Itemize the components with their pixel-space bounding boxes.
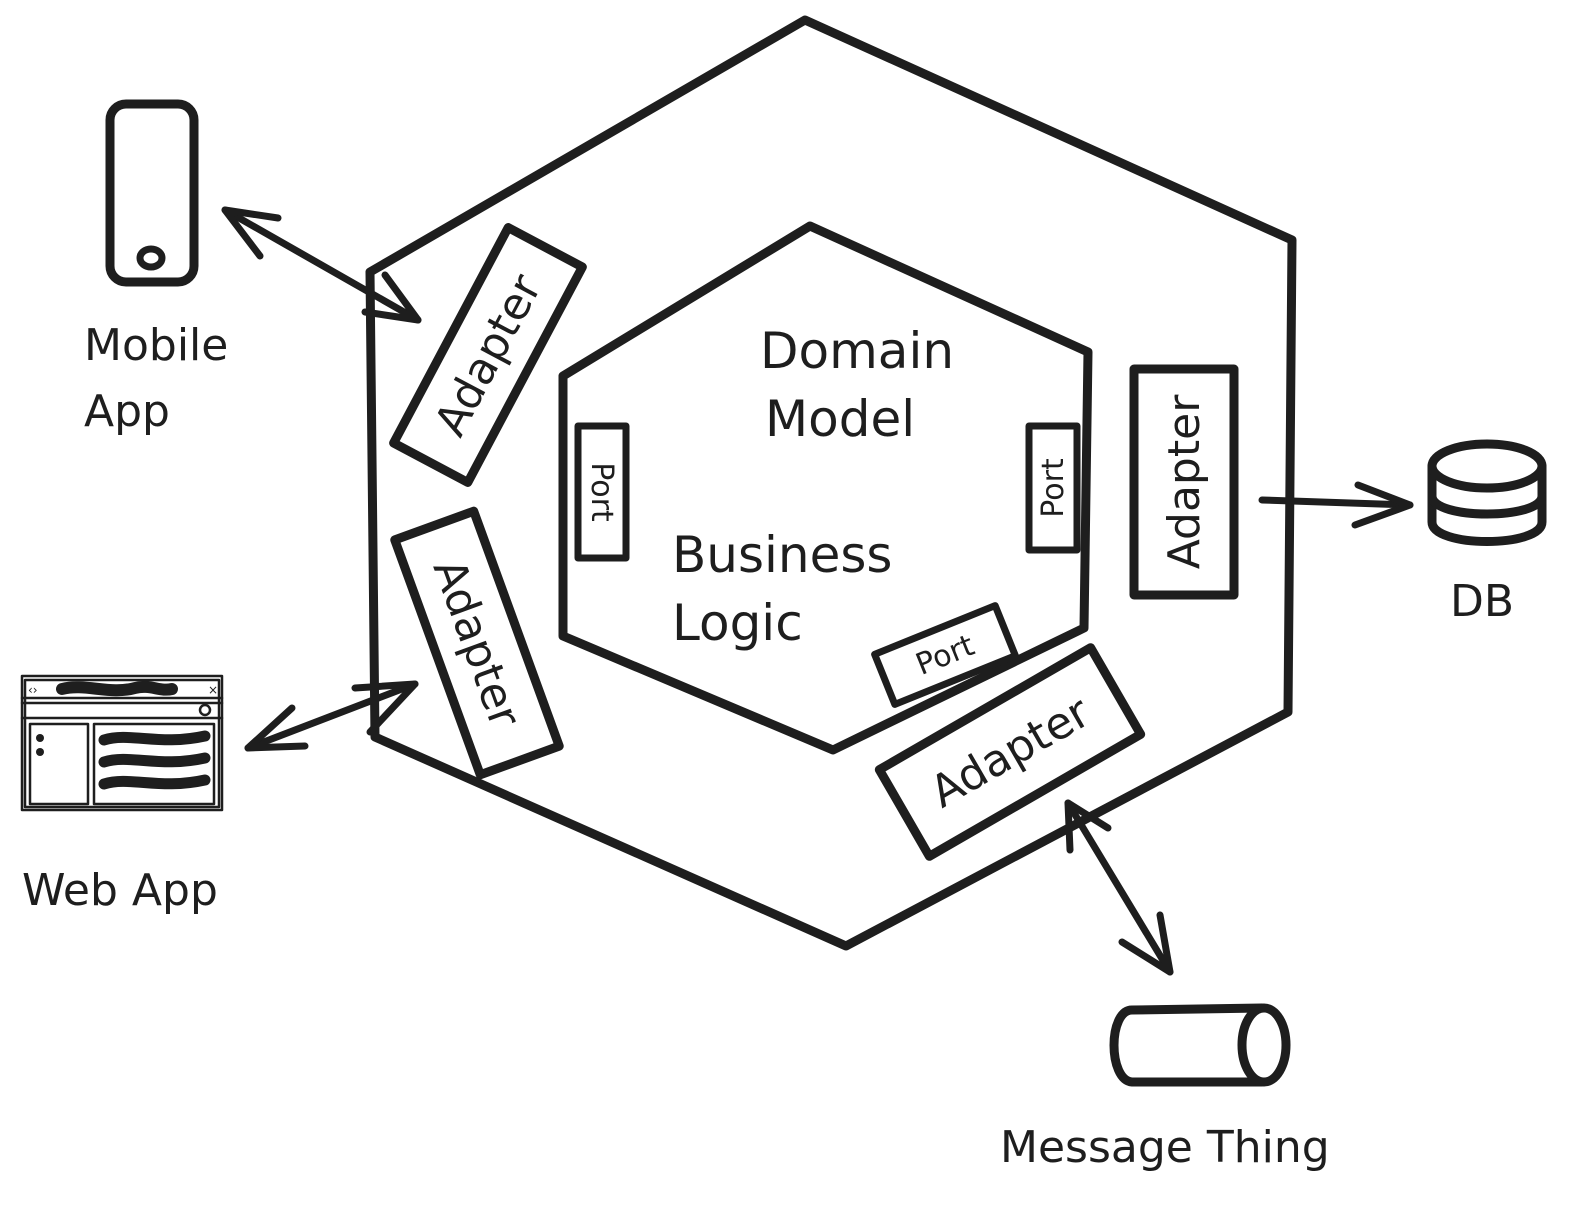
adapter-bottom-label: Adapter [922,686,1099,818]
outer-hexagon [365,15,1297,951]
port-bottom: Port [871,602,1019,708]
arrow-adapter-db [1258,481,1414,529]
mobile-app-label: Mobile App [84,320,228,437]
browser-nav-icon: ‹› [28,683,38,697]
domain-model-line2: Model [765,390,915,448]
business-logic-label: Business Logic [672,526,892,652]
business-logic-line1: Business [672,526,892,584]
domain-model-label: Domain Model [760,322,954,448]
domain-model-line1: Domain [760,322,954,380]
browser-close-icon: × [208,683,218,697]
port-right-label: Port [1036,458,1071,518]
adapter-right-label: Adapter [1159,394,1210,569]
adapter-top-left: Adapter [389,223,587,487]
mobile-app-line2: App [84,386,170,437]
business-logic-line2: Logic [672,594,803,652]
message-thing-label: Message Thing [1000,1122,1330,1173]
adapter-right: Adapter [1129,364,1239,600]
db-label: DB [1450,576,1514,627]
mobile-phone-icon [105,99,199,287]
web-browser-icon: ‹› × [20,674,224,812]
message-queue-icon [1109,1003,1291,1087]
port-left: Port [574,422,630,562]
arrow-mobile-adapter [221,206,422,324]
inner-hexagon [558,221,1093,755]
database-icon [1427,439,1547,546]
mobile-app-line1: Mobile [84,320,228,371]
arrow-web-adapter [244,680,419,752]
adapter-left: Adapter [390,506,564,780]
web-app-label: Web App [22,865,218,916]
arrow-adapter-message [1064,799,1174,976]
port-left-label: Port [584,462,619,522]
adapter-left-label: Adapter [423,552,531,734]
port-right: Port [1025,422,1081,554]
browser-url-scribble [56,680,178,697]
